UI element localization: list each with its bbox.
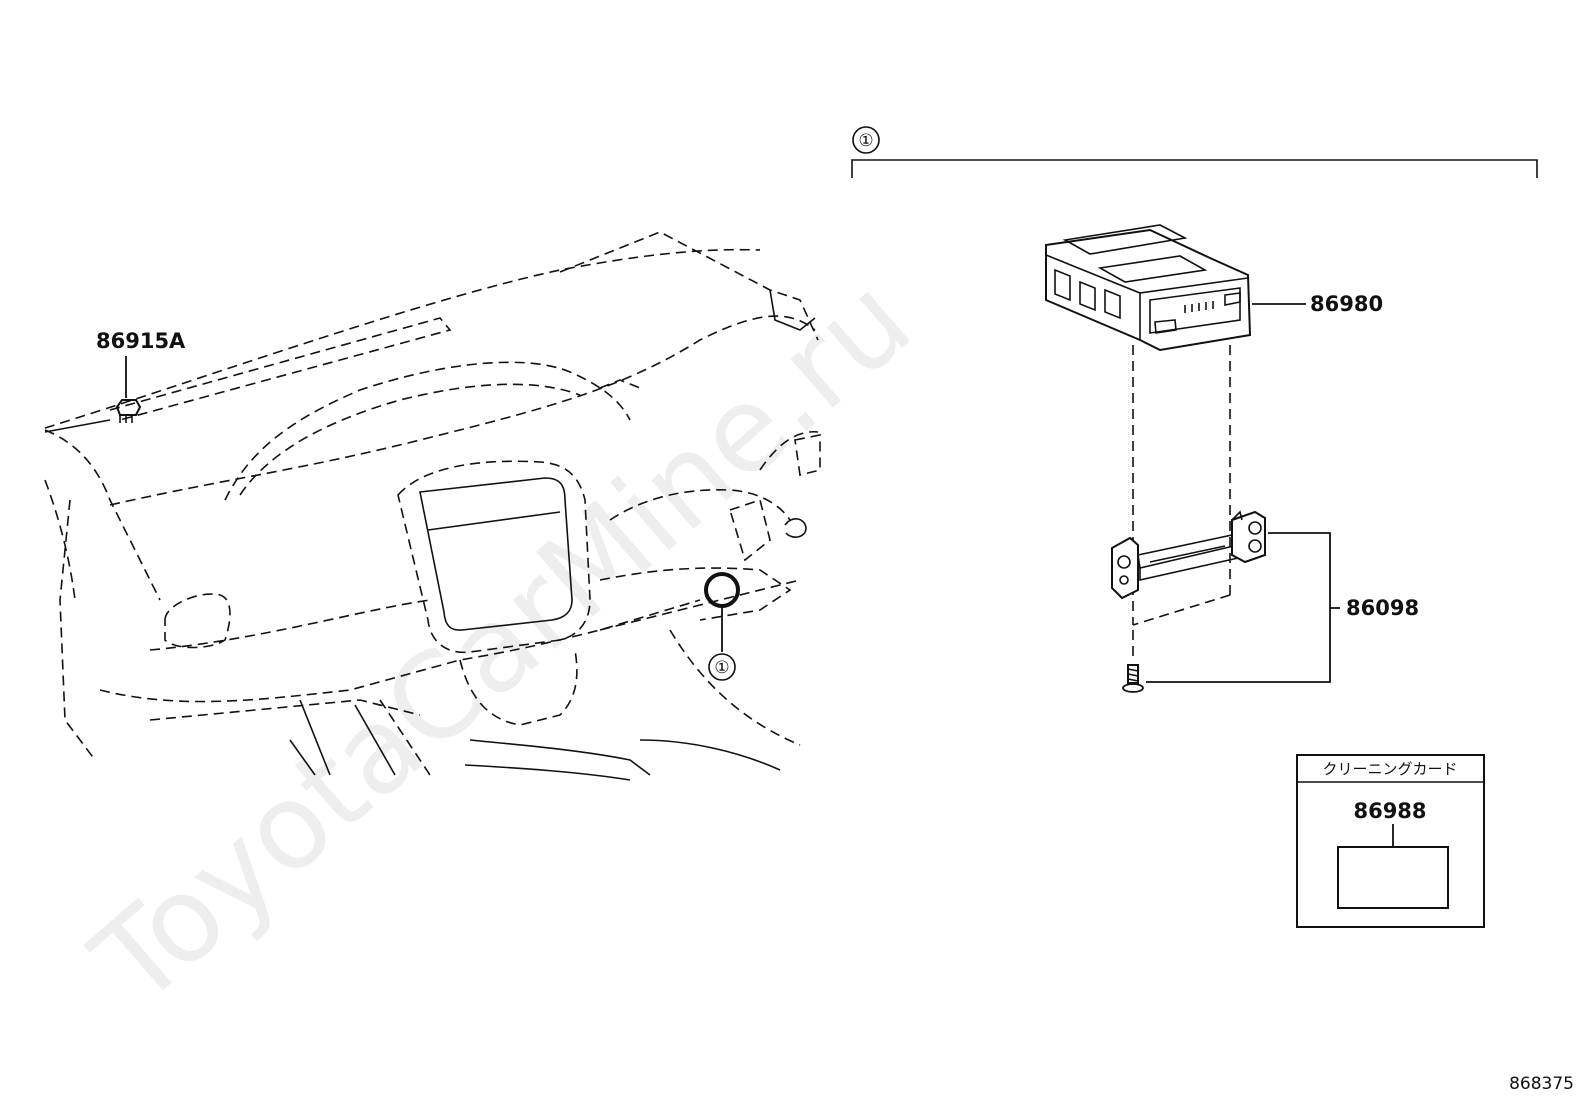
etc-unit-icon [1045, 224, 1252, 352]
label-86098: 86098 [1346, 596, 1419, 620]
label-86980: 86980 [1310, 292, 1383, 316]
watermark: ToyotaCarMine.ru [67, 251, 936, 1032]
assembly-group-bracket: ① [851, 126, 1538, 178]
dashboard-illustration: ① [44, 231, 821, 781]
cleaning-card-icon [1337, 846, 1449, 909]
screw-icon [1122, 664, 1144, 693]
location-highlight-circle [704, 572, 740, 608]
cleaning-card-box: クリーニングカード 86988 [1296, 754, 1485, 928]
dash-callout-label: ① [714, 658, 729, 678]
assembly-group-label: ① [858, 131, 873, 151]
mounting-bracket-icon [1111, 510, 1266, 600]
label-86988: 86988 [1353, 799, 1426, 823]
cleaning-card-title: クリーニングカード [1322, 760, 1457, 778]
clip-icon [115, 356, 142, 423]
figure-id: 868375 [1509, 1074, 1574, 1094]
label-86915A: 86915A [96, 329, 186, 353]
dash-callout-marker [708, 653, 736, 681]
